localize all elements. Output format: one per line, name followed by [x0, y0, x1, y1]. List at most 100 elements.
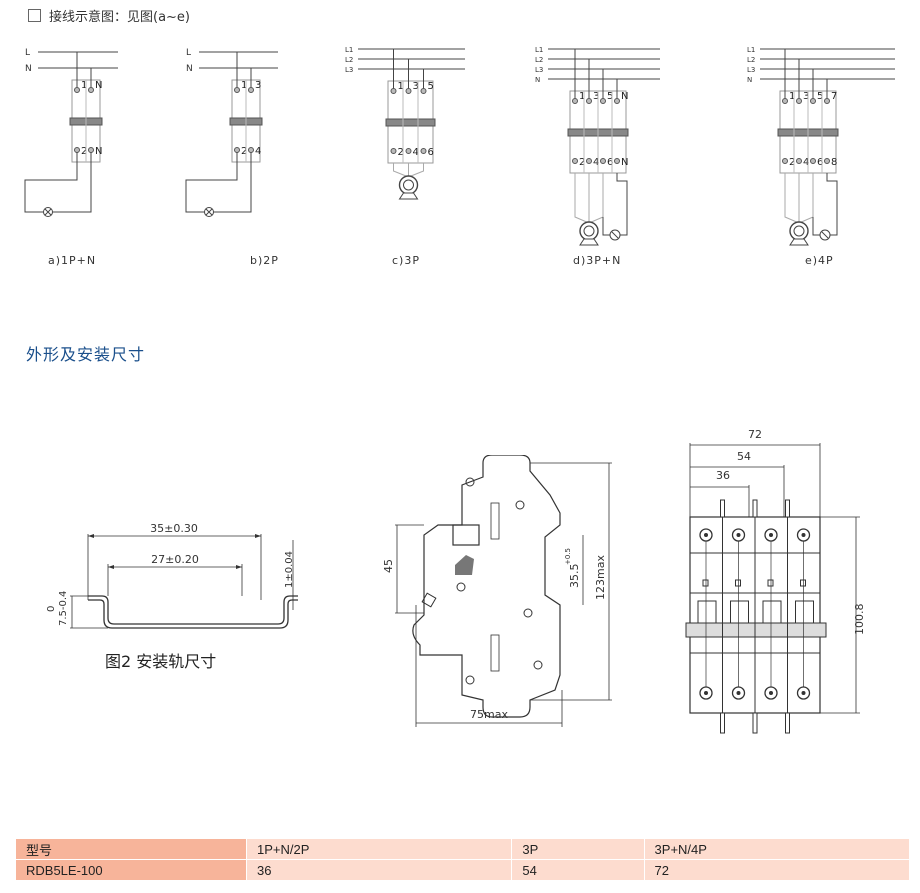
toggle-handle [795, 600, 814, 624]
terminal-label-bottom: 4 [803, 157, 809, 168]
dim-width-36: 36 [716, 469, 730, 482]
terminal-label-top: 3 [593, 91, 599, 102]
terminal-icon [782, 98, 788, 104]
terminal-icon [614, 158, 620, 164]
dim-width-54: 54 [737, 450, 751, 463]
lamp-slash [821, 231, 829, 239]
terminal-label-top: 7 [831, 91, 837, 102]
motor-wire [574, 173, 590, 224]
terminal-label-top: 5 [428, 81, 434, 92]
terminal-label-bottom: 6 [607, 157, 613, 168]
table-header-cell: 型号 [16, 839, 246, 859]
indicator-window [735, 579, 741, 587]
terminal-icon [796, 158, 802, 164]
terminal-label-bottom: 4 [413, 147, 419, 158]
terminal-label-top: 3 [255, 80, 261, 91]
motor-base [789, 238, 809, 246]
caption-e: e)4P [805, 254, 834, 267]
caption-b: b)2P [250, 254, 279, 267]
bottom-pin [752, 712, 758, 734]
terminal-label-top: 1 [579, 91, 585, 102]
table-cell: 72 [644, 860, 909, 880]
strip-gauge-top [490, 502, 500, 540]
brand-logo [455, 555, 474, 575]
rail-caption: 图2 安装轨尺寸 [105, 652, 217, 671]
dim-45: 45 [382, 559, 395, 573]
wiring-diagrams: LN12NNLN1234L1L2L3123456L1L2L3N123456NNL… [24, 46, 895, 246]
line-label: N [747, 76, 752, 84]
terminal-icon [74, 147, 80, 153]
terminal-label-top: 1 [241, 80, 247, 91]
caption-a: a)1P+N [48, 254, 97, 267]
motor-wire [393, 163, 409, 178]
terminal-icon [782, 158, 788, 164]
toggle-handle [730, 600, 749, 624]
lamp-cross [205, 208, 213, 216]
terminal-icon [74, 87, 80, 93]
terminal-label-bottom: 4 [255, 146, 261, 157]
terminal-icon [824, 158, 830, 164]
wiring-title-text: 接线示意图：见图(a~e) [49, 10, 191, 25]
din-rail-drawing: 35±0.30 27±0.20 7.5-0.4 0 1±0.04 [46, 522, 298, 629]
screw-center [769, 691, 773, 695]
neutral-wire [616, 173, 628, 236]
dim-outer-width: 35±0.30 [150, 522, 198, 535]
motor-base [398, 192, 419, 200]
terminal-label-top: 5 [607, 91, 613, 102]
screw-center [704, 691, 708, 695]
breaker-side-outline [412, 455, 561, 718]
terminal-label-top: 3 [803, 91, 809, 102]
terminal-icon [420, 148, 427, 154]
screw-center [736, 533, 741, 537]
table-cell: 54 [512, 860, 644, 880]
terminal-label-bottom: 2 [579, 157, 585, 168]
load-wire [24, 152, 92, 213]
terminal-icon [810, 158, 816, 164]
motor-icon-inner [403, 179, 414, 191]
table-header-cell: 3P+N/4P [644, 839, 909, 859]
terminal-icon [614, 98, 620, 104]
dim-thickness: 1±0.04 [284, 551, 295, 588]
screw-center [801, 533, 806, 537]
dim-rail-slot-tol-upper: +0.5 [564, 548, 572, 565]
table-header-cell: 3P [512, 839, 644, 859]
terminal-label-top: 5 [817, 91, 823, 102]
top-pin [752, 499, 758, 518]
line-label: L1 [747, 46, 755, 54]
terminal-icon [420, 88, 427, 94]
line-label: L2 [535, 56, 543, 64]
terminal-icon [600, 98, 606, 104]
strip-gauge-bottom [490, 634, 500, 672]
table-cell: RDB5LE-100 [16, 860, 246, 880]
indicator-window [767, 579, 774, 587]
dim-height-100-8: 100.8 [853, 604, 866, 636]
dim-width-72: 72 [748, 428, 762, 441]
table-cell: 36 [247, 860, 512, 880]
line-label: L1 [345, 46, 353, 54]
front-view-drawing: 72 54 36 100.8 [685, 428, 866, 734]
terminal-icon [405, 148, 412, 154]
line-label: L3 [535, 66, 543, 74]
terminal-label-bottom: 2 [81, 146, 87, 157]
terminal-label-top: 1 [789, 91, 795, 102]
checkbox-icon [28, 9, 41, 22]
terminal-label-bottom: 8 [831, 157, 837, 168]
screw-center [769, 533, 773, 537]
terminal-label-bottom: 6 [817, 157, 823, 168]
terminal-icon [586, 98, 592, 104]
toggle-handle [762, 600, 782, 624]
terminal-icon [390, 88, 397, 94]
motor-icon-inner [793, 225, 805, 237]
dim-depth-sup: 0 [46, 606, 57, 612]
motor-wire [798, 173, 814, 224]
section-title: 外形及安装尺寸 [26, 345, 146, 364]
motor-wire [588, 173, 604, 224]
dim-depth-max: 75max [470, 708, 508, 721]
terminal-icon [390, 148, 397, 154]
terminal-icon [572, 158, 578, 164]
terminal-icon [600, 158, 606, 164]
line-label: L2 [345, 56, 353, 64]
